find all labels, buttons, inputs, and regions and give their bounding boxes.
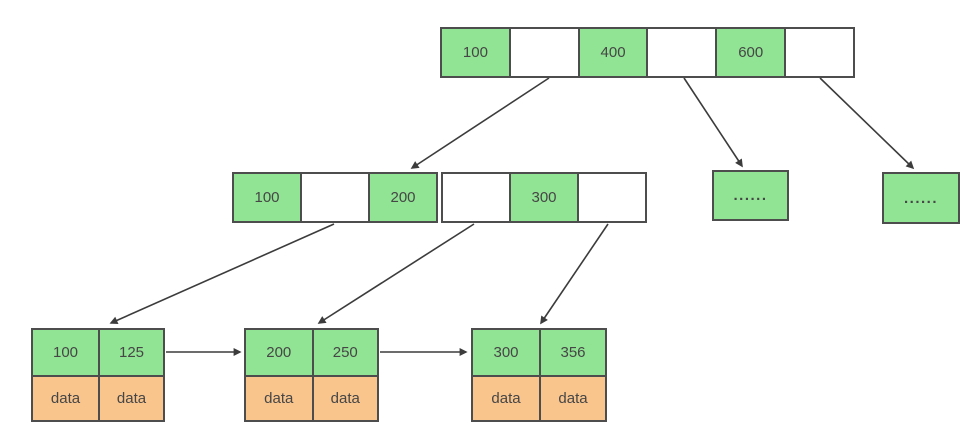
leaf-data-cell: data xyxy=(33,375,98,420)
internal-node-right-segment: 300 xyxy=(441,172,647,223)
edge-root-to-ellipsis-1 xyxy=(683,77,743,168)
leaf-data-cell: data xyxy=(98,375,163,420)
leaf-data-cell: data xyxy=(539,375,605,420)
ellipsis-node-1: ...... xyxy=(712,170,789,221)
internal-node-left-segment: 100 200 xyxy=(232,172,438,223)
root-pointer-cell xyxy=(646,29,716,76)
internal-key-cell: 100 xyxy=(234,174,300,221)
ellipsis-label: ...... xyxy=(714,172,787,219)
leaf-node-2: 200 250 data data xyxy=(244,328,379,422)
leaf-key-cell: 100 xyxy=(33,330,98,375)
leaf-data-cell: data xyxy=(246,375,312,420)
internal-key-cell: 300 xyxy=(509,174,577,221)
internal-pointer-cell xyxy=(443,174,509,221)
leaf-node-1: 100 125 data data xyxy=(31,328,165,422)
leaf-key-cell: 356 xyxy=(539,330,605,375)
root-node: 100 400 600 xyxy=(440,27,855,78)
edge-root-to-ellipsis-2 xyxy=(819,77,915,170)
root-key-cell: 600 xyxy=(715,29,785,76)
leaf-key-cell: 200 xyxy=(246,330,312,375)
leaf-key-cell: 250 xyxy=(311,330,377,375)
internal-pointer-cell xyxy=(577,174,645,221)
root-key-cell: 400 xyxy=(577,29,647,76)
ellipsis-node-2: ...... xyxy=(882,172,960,224)
internal-pointer-cell xyxy=(300,174,368,221)
internal-key-cell: 200 xyxy=(368,174,436,221)
root-pointer-cell xyxy=(508,29,578,76)
leaf-data-cell: data xyxy=(311,375,377,420)
edge-internal-to-leaf-1 xyxy=(109,223,335,325)
edge-internal-to-leaf-2 xyxy=(317,223,475,324)
leaf-data-cell: data xyxy=(473,375,539,420)
leaf-node-3: 300 356 data data xyxy=(471,328,607,422)
leaf-key-cell: 125 xyxy=(98,330,163,375)
root-key-cell: 100 xyxy=(442,29,509,76)
ellipsis-label: ...... xyxy=(884,174,958,222)
root-pointer-cell xyxy=(784,29,853,76)
leaf-key-cell: 300 xyxy=(473,330,539,375)
edge-root-to-internal xyxy=(410,77,550,169)
edge-internal-to-leaf-3 xyxy=(540,223,609,325)
